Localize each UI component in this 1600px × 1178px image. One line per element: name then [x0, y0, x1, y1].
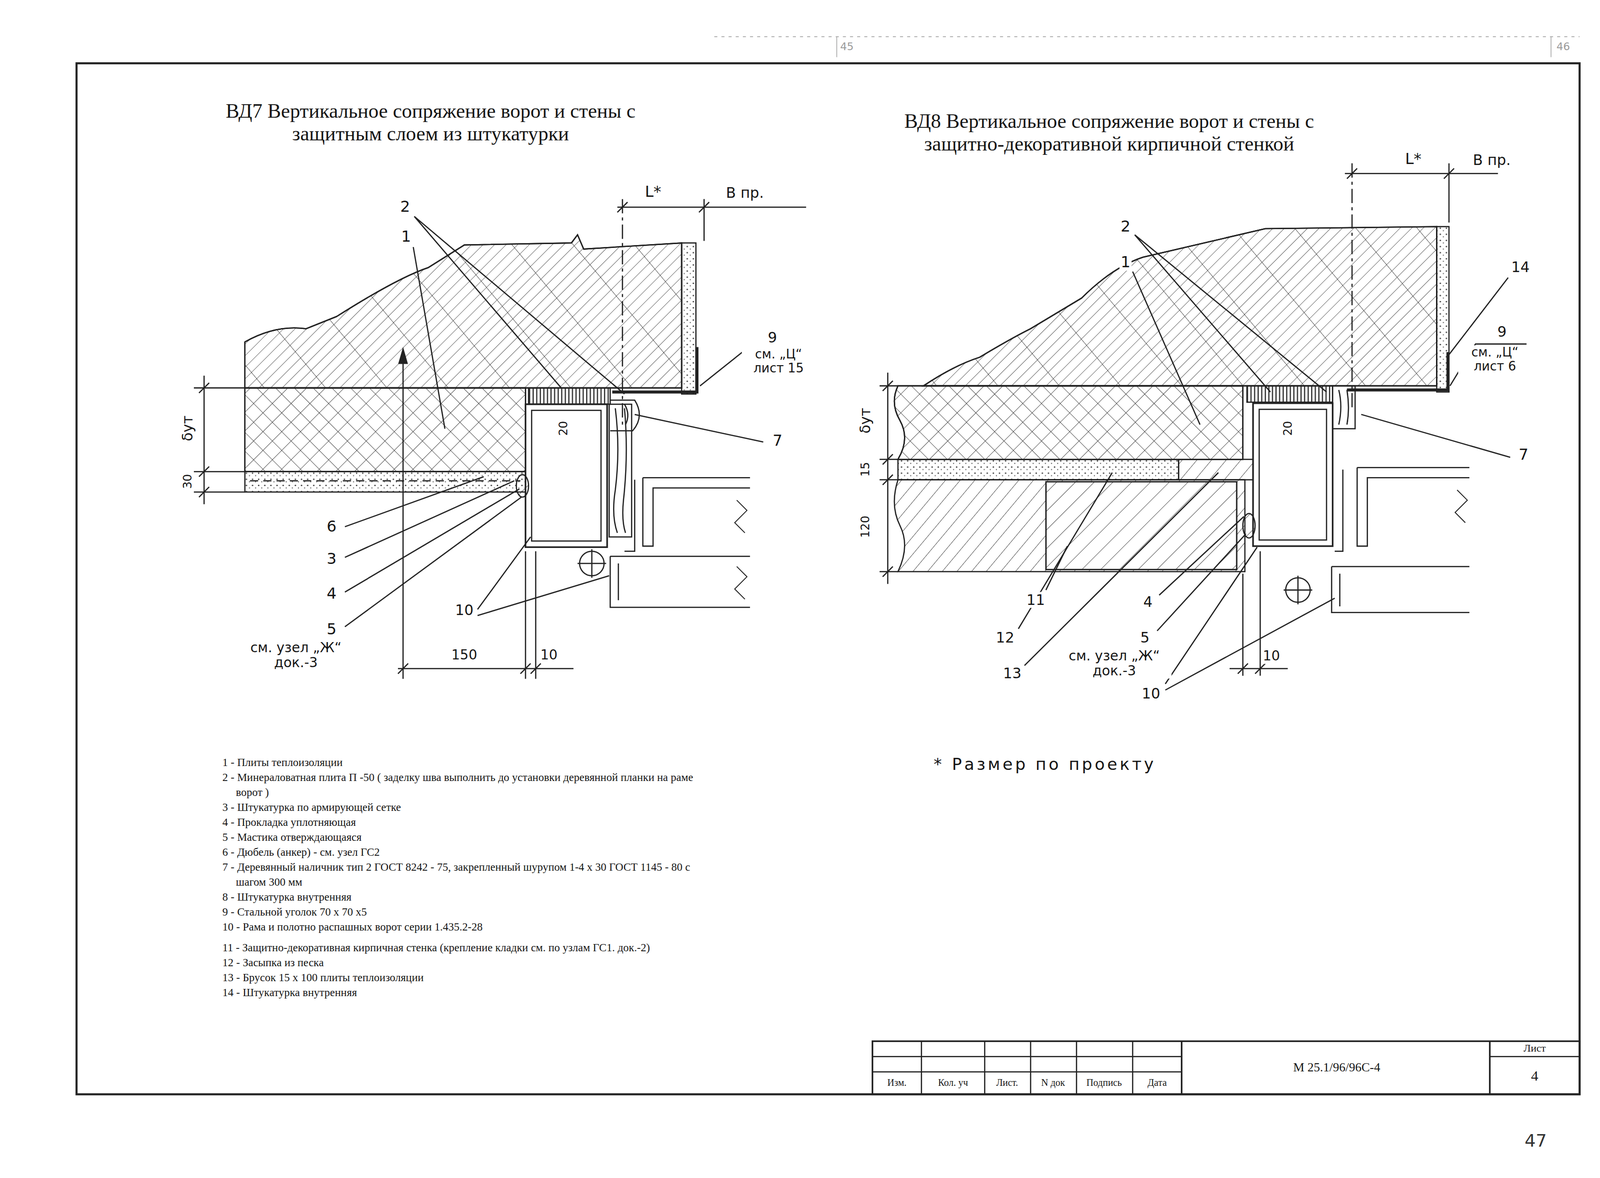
dimension: 15	[858, 461, 872, 479]
note-line: 6 - Дюбель (анкер) - см. узел ГС2	[222, 844, 860, 860]
detail-title: ВД8 Вертикальное сопряжение ворот и стен…	[863, 109, 1356, 156]
title-block-cell: Лист.	[995, 1077, 1019, 1088]
document-code: М 25.1/96/96С-4	[1292, 1060, 1382, 1075]
callout-number: 13	[1001, 665, 1023, 682]
callout-number: 9	[766, 329, 779, 346]
callout-number: 9	[1496, 323, 1508, 341]
page-number: 47	[1523, 1131, 1548, 1151]
note-line: 7 - Деревянный наличник тип 2 ГОСТ 8242 …	[222, 859, 719, 890]
callout-number: 2	[399, 198, 411, 217]
note-line: 1 - Плиты теплоизоляции	[222, 754, 860, 770]
callout-number: 5	[1139, 629, 1151, 646]
callout-number: 12	[995, 629, 1016, 646]
detail-title: ВД7 Вертикальное сопряжение ворот и стен…	[210, 99, 652, 146]
dimension: 10	[1261, 648, 1282, 664]
note-line: 10 - Рама и полотно распашных ворот сери…	[222, 919, 860, 935]
title-block-cell: Кол. уч	[937, 1077, 970, 1088]
sheet-number: 4	[1530, 1067, 1540, 1084]
note-line: 13 - Брусок 15 х 100 плиты теплоизоляции	[222, 970, 860, 985]
footnote: * Размер по проекту	[933, 754, 1157, 774]
dimension: L*	[1404, 150, 1423, 168]
reference-note: см. узел „Ж“ док.-3	[238, 640, 354, 671]
callout-number: 6	[325, 518, 338, 536]
note-line: 2 - Минераловатная плита П -50 ( заделку…	[222, 769, 719, 800]
callout-number: 10	[1140, 685, 1162, 703]
note-line: 9 - Стальной уголок 70 х 70 х5	[222, 904, 860, 920]
title-block-cell: Изм.	[886, 1077, 908, 1088]
callout-number: 10	[453, 601, 475, 619]
note-line: 4 - Прокладка уплотняющая	[222, 814, 860, 830]
dimension: В пр.	[724, 184, 765, 202]
dimension: В пр.	[1472, 151, 1512, 169]
note-line: 12 - Засыпка из песка	[222, 955, 860, 971]
sheet-number: 46	[1555, 41, 1572, 54]
sheet-number: 45	[839, 41, 855, 54]
dimension: 20	[1281, 420, 1295, 438]
callout-number: 5	[325, 620, 338, 639]
callout-number: 11	[1025, 591, 1046, 609]
title-block-cell: N док	[1039, 1077, 1066, 1088]
callout-number: 2	[1119, 218, 1132, 236]
reference-note: см. узел „Ж“ док.-3	[1057, 648, 1172, 679]
note-line: 11 - Защитно-декоративная кирпичная стен…	[222, 940, 860, 956]
dimension: 150	[450, 647, 479, 663]
reference-note: см. „Ц“ лист 15	[741, 347, 816, 376]
dimension: L*	[643, 183, 663, 201]
dimension: δут	[857, 406, 874, 435]
note-line: 3 - Штукатурка по армирующей сетке	[222, 799, 860, 815]
callout-number: 1	[400, 228, 412, 246]
reference-note: см. „Ц“ лист 6	[1458, 345, 1532, 374]
dimension: 20	[556, 420, 570, 438]
callout-number: 1	[1119, 253, 1132, 272]
title-block-cell: Подпись	[1085, 1077, 1123, 1088]
callout-number: 4	[1142, 593, 1154, 611]
title-block-cell: Дата	[1146, 1077, 1168, 1088]
callout-number: 3	[325, 550, 338, 568]
callout-number: 4	[325, 585, 338, 603]
note-line: 14 - Штукатурка внутренняя	[222, 984, 860, 1000]
dimension: 30	[181, 473, 195, 491]
dimension: 120	[858, 514, 872, 539]
callout-number: 14	[1510, 259, 1531, 276]
callout-number: 7	[1517, 446, 1530, 465]
note-line: 5 - Мастика отверждающаяся	[222, 829, 860, 845]
callout-number: 7	[771, 432, 784, 450]
notes-list: 1 - Плиты теплоизоляции2 - Минераловатна…	[222, 754, 860, 1000]
note-line: 8 - Штукатурка внутренняя	[222, 889, 860, 905]
title-block-cell: Лист	[1522, 1041, 1547, 1054]
dimension: δут	[179, 414, 196, 443]
dimension: 10	[539, 647, 559, 663]
